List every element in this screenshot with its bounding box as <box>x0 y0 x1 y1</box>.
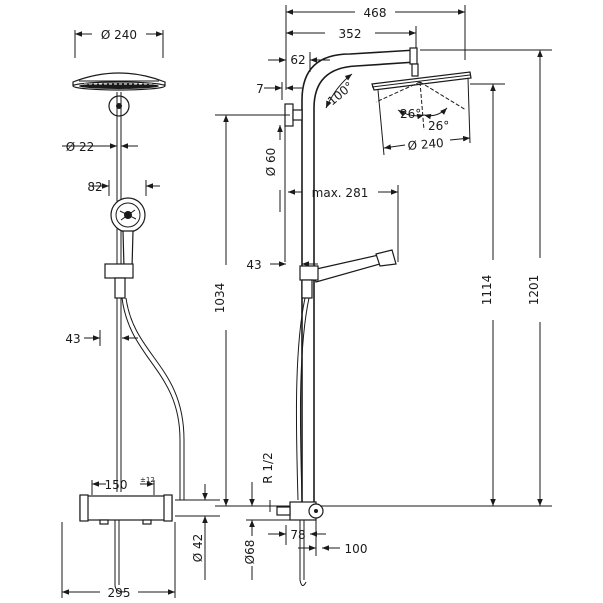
side-head-diameter-label: Ø 240 <box>407 136 444 153</box>
side-78-label: 78 <box>290 528 305 542</box>
dim-side-total-468: 468 <box>285 5 466 90</box>
dim-front-bar-diameter: Ø 22 <box>62 140 138 154</box>
side-view: 468 352 62 7 100° <box>213 5 552 586</box>
side-bar-diameter-60-label: Ø 60 <box>264 148 278 177</box>
front-hose-outer <box>121 297 181 500</box>
side-62-label: 62 <box>290 53 305 67</box>
side-total-468-label: 468 <box>364 6 387 20</box>
dim-side-1034: 1034 <box>213 114 290 507</box>
side-arm-352-label: 352 <box>339 27 362 41</box>
side-shower-head <box>371 63 472 91</box>
side-arm-outer <box>301 49 417 510</box>
front-shower-head <box>72 72 166 91</box>
front-width-295-label: 295 <box>108 586 131 600</box>
dim-side-100: 100 <box>298 520 367 556</box>
dim-side-7: 7 <box>256 82 302 100</box>
front-slider <box>104 263 134 279</box>
side-hand-shower <box>299 249 397 299</box>
dim-side-1201: 1201 <box>420 49 552 507</box>
front-thermostat <box>79 494 173 525</box>
dim-side-diameter-68: Ø68 <box>243 519 290 580</box>
dim-side-78: 78 <box>268 525 326 545</box>
side-angle-26a-label: 26° <box>400 107 421 121</box>
front-head-diameter-label: Ø 240 <box>101 28 137 42</box>
dim-side-bar-diameter-60: Ø 60 <box>264 120 286 262</box>
side-angle-100-label: 100° <box>325 79 356 108</box>
side-diameter-68-label: Ø68 <box>243 540 257 565</box>
side-max-281-label: max. 281 <box>312 186 369 200</box>
front-connection-spacing-label: 150 <box>105 478 128 492</box>
front-hand-shower <box>110 197 146 269</box>
dim-side-arm-352: 352 <box>286 26 417 55</box>
front-connection-tolerance-label: ±12 <box>140 476 155 484</box>
dim-side-43: 43 <box>246 258 318 272</box>
front-bar-diameter-label: Ø 22 <box>66 140 95 154</box>
dim-side-max-281: max. 281 <box>288 185 399 262</box>
side-1201-label: 1201 <box>527 275 541 306</box>
front-height-1034-label: 1034 <box>213 283 227 314</box>
side-7-label: 7 <box>256 82 264 96</box>
front-view: Ø 240 Ø 22 82 <box>61 28 220 600</box>
front-offset-43-label: 43 <box>65 332 80 346</box>
dim-side-62: 62 <box>268 52 330 72</box>
side-thread-label: R 1/2 <box>261 452 275 483</box>
side-43-label: 43 <box>246 258 261 272</box>
side-100-label: 100 <box>345 542 368 556</box>
dim-front-width-295: 295 <box>61 522 176 600</box>
side-angle-26b-label: 26° <box>428 119 449 133</box>
dim-front-handshower-width: 82 <box>87 180 160 196</box>
dim-front-offset-43: 43 <box>65 330 138 346</box>
dim-side-head-diameter: Ø 240 <box>383 136 471 153</box>
front-handshower-width-label: 82 <box>87 180 102 194</box>
side-spray-angles <box>375 77 471 156</box>
side-hose <box>295 297 306 501</box>
dim-side-1114: 1114 <box>320 83 505 507</box>
dim-front-outlet-diameter: Ø 42 <box>175 484 220 580</box>
side-mixer <box>276 501 324 521</box>
side-arm-inner <box>313 61 417 510</box>
front-outlet-diameter-label: Ø 42 <box>191 534 205 563</box>
dim-side-thread: R 1/2 <box>246 452 290 512</box>
side-1114-label: 1114 <box>480 275 494 306</box>
dim-front-connection-spacing: 150 ±12 <box>91 476 155 495</box>
dim-front-head-diameter: Ø 240 <box>74 28 164 58</box>
dim-side-angle-100 <box>325 73 353 109</box>
